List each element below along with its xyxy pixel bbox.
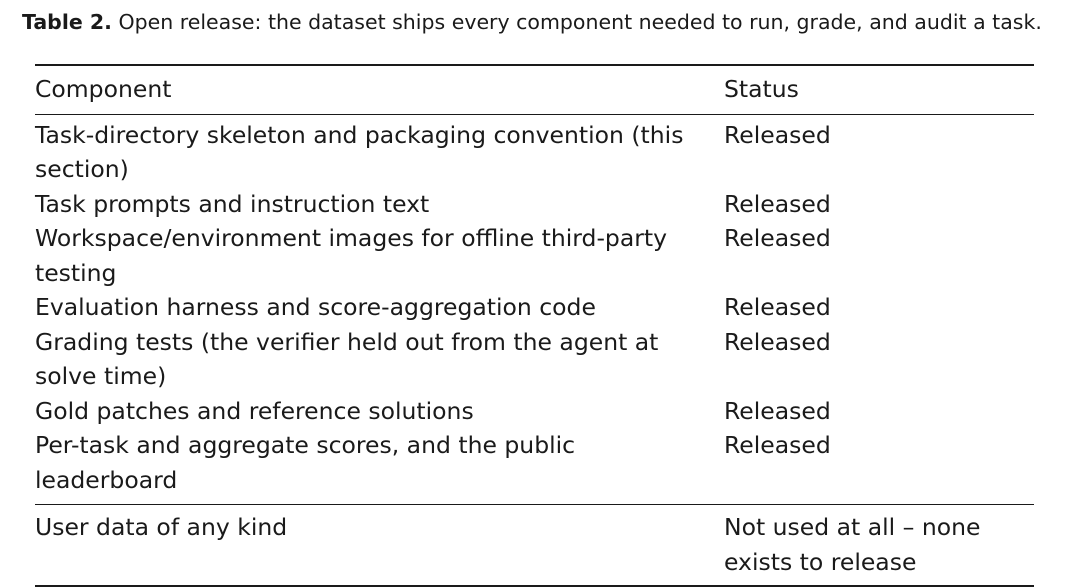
- table-row: Task prompts and instruction text Releas…: [35, 187, 1034, 222]
- row-component: Task-directory skeleton and packaging co…: [35, 120, 684, 184]
- table-row: Evaluation harness and score-aggregation…: [35, 290, 1034, 325]
- row-component: Workspace/environment images for offline…: [35, 224, 668, 287]
- header-rule: [35, 113, 1034, 115]
- row-status: Released: [724, 189, 831, 218]
- caption-text: Open release: the dataset ships every co…: [118, 10, 1042, 34]
- row-component: Task prompts and instruction text: [35, 189, 430, 218]
- footer-status: Not used at all – none exists to release: [724, 513, 981, 576]
- table-body: Task-directory skeleton and packaging co…: [35, 115, 1034, 505]
- table-caption: Table 2. Open release: the dataset ships…: [22, 8, 1072, 36]
- table-row: Workspace/environment images for offline…: [35, 221, 1034, 290]
- row-component: Gold patches and reference solutions: [35, 396, 474, 425]
- header-component: Component: [35, 75, 172, 103]
- footer-row: User data of any kind Not used at all – …: [35, 510, 1034, 579]
- top-rule: [35, 64, 1034, 66]
- table-row: Task-directory skeleton and packaging co…: [35, 118, 1034, 187]
- table-row: Grading tests (the verifier held out fro…: [35, 325, 1034, 394]
- header-row: Component Status: [35, 66, 1034, 114]
- row-component: Per-task and aggregate scores, and the p…: [35, 431, 576, 494]
- release-table: Component Status Task-directory skeleton…: [35, 64, 1034, 587]
- row-status: Released: [724, 120, 831, 149]
- table-header: Component Status: [35, 66, 1034, 114]
- row-status: Released: [724, 431, 831, 459]
- footer-component: User data of any kind: [35, 513, 288, 541]
- row-status: Released: [724, 293, 831, 321]
- row-status: Released: [724, 396, 831, 425]
- caption-label: Table 2.: [22, 10, 112, 34]
- table-row: Per-task and aggregate scores, and the p…: [35, 428, 1034, 497]
- table-row: Gold patches and reference solutions Rel…: [35, 394, 1034, 429]
- row-component: Evaluation harness and score-aggregation…: [35, 293, 596, 321]
- table-footer: User data of any kind Not used at all – …: [35, 505, 1034, 585]
- row-component: Grading tests (the verifier held out fro…: [35, 327, 659, 391]
- row-status: Released: [724, 327, 831, 356]
- footer-rule: [35, 504, 1034, 505]
- header-status: Status: [724, 75, 799, 103]
- row-status: Released: [724, 224, 831, 252]
